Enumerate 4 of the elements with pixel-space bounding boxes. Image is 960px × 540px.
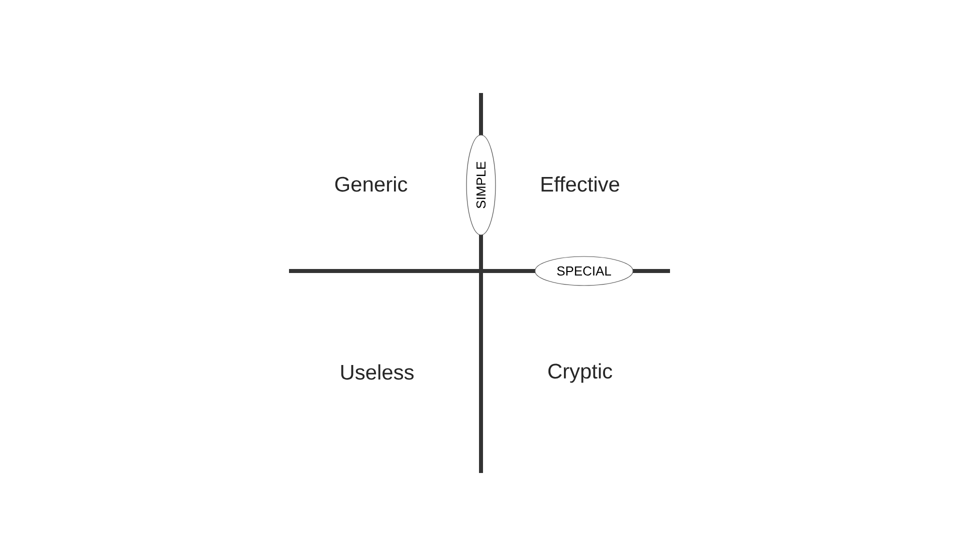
quadrant-label: Useless bbox=[341, 364, 414, 380]
quadrant-label: Cryptic bbox=[548, 363, 612, 383]
quadrant-label: Effective bbox=[542, 176, 620, 192]
quadrant-label: Generic bbox=[335, 176, 408, 192]
